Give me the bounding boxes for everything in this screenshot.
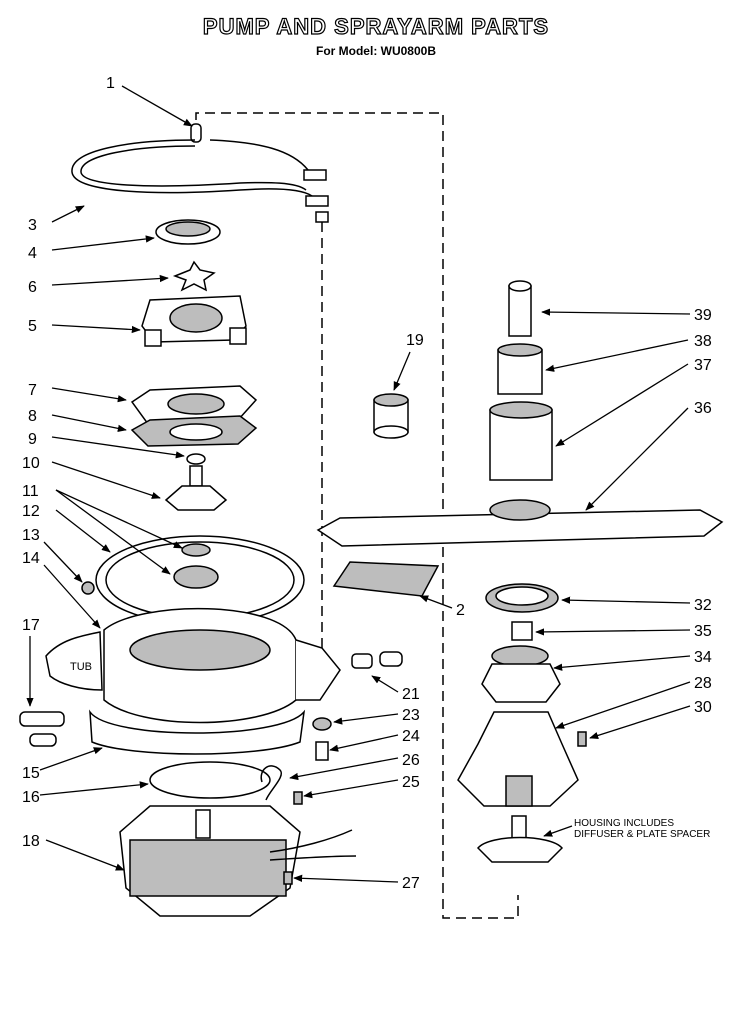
label-38: 38	[694, 333, 712, 350]
diffuser-plate-spacer	[476, 815, 564, 863]
label-9: 9	[28, 431, 37, 448]
part-17-valve	[19, 711, 65, 747]
part-3-hose	[71, 139, 329, 223]
part-10-impeller	[164, 465, 228, 511]
part-36-spray-arm	[316, 499, 724, 547]
label-18: 18	[22, 833, 40, 850]
part-13-screw	[81, 581, 95, 595]
label-4: 4	[28, 245, 37, 262]
part-15-pump-base	[89, 709, 306, 755]
part-16-motor-disc	[149, 761, 271, 799]
part-35-seal	[511, 621, 533, 641]
part-4-impeller-disc	[155, 219, 221, 245]
label-34: 34	[694, 649, 712, 666]
model-subtitle: For Model: WU0800B	[315, 44, 436, 58]
part-6-spider-seal	[172, 260, 216, 292]
label-14: 14	[22, 550, 40, 567]
label-10: 10	[22, 455, 40, 472]
part-19-spacer	[373, 393, 409, 439]
label-6: 6	[28, 279, 37, 296]
part-37-tube	[489, 401, 553, 481]
housing-note: HOUSING INCLUDES DIFFUSER & PLATE SPACER	[574, 818, 710, 840]
part-24-screw	[315, 741, 329, 761]
part-34-diverter	[481, 645, 561, 703]
diagram-title: PUMP AND SPRAYARM PARTS	[202, 13, 550, 39]
part-28-pump-housing	[457, 711, 579, 807]
part-9-seal	[186, 453, 206, 465]
part-8-gasket	[130, 415, 258, 447]
part-30-screw	[577, 731, 587, 747]
label-17: 17	[22, 617, 40, 634]
label-3: 3	[28, 217, 37, 234]
label-19: 19	[406, 332, 424, 349]
part-1-hose-clip	[190, 123, 202, 143]
label-24: 24	[402, 728, 420, 745]
label-15: 15	[22, 765, 40, 782]
label-2: 2	[456, 602, 465, 619]
label-21: 21	[402, 686, 420, 703]
leader-lines	[26, 85, 691, 883]
label-11: 11	[22, 483, 39, 500]
part-21-clamp	[351, 651, 403, 669]
label-27: 27	[402, 875, 420, 892]
label-36: 36	[694, 400, 712, 417]
label-23: 23	[402, 707, 420, 724]
tub-label: TUB	[70, 661, 92, 673]
part-14-tub-mount	[45, 607, 341, 724]
part-26-clip	[260, 765, 283, 801]
label-39: 39	[694, 307, 712, 324]
part-39-nozzle	[508, 280, 532, 337]
label-5: 5	[28, 318, 37, 335]
part-38-tube	[497, 343, 543, 395]
label-25: 25	[402, 774, 420, 791]
label-32: 32	[694, 597, 712, 614]
housing-note-line-2: DIFFUSER & PLATE SPACER	[574, 829, 710, 840]
housing-note-line-1: HOUSING INCLUDES	[574, 818, 674, 829]
part-number-labels: 1 3 4 6 5 7 8 9 10 11 12 13 14 17 15 16 …	[22, 75, 712, 892]
label-35: 35	[694, 623, 712, 640]
part-7-plate	[130, 385, 258, 425]
part-11-seal-assembly	[173, 543, 219, 589]
part-25-screw	[293, 791, 303, 805]
label-8: 8	[28, 408, 37, 425]
label-37: 37	[694, 357, 712, 374]
label-12: 12	[22, 503, 40, 520]
part-32-ring	[485, 583, 559, 613]
part-5-pump-cover	[141, 295, 247, 347]
label-13: 13	[22, 527, 40, 544]
part-2-deflector	[332, 561, 440, 597]
label-7: 7	[28, 382, 37, 399]
label-16: 16	[22, 789, 40, 806]
label-1: 1	[106, 75, 115, 92]
label-30: 30	[694, 699, 712, 716]
part-23-seal	[312, 717, 332, 731]
part-27-screw	[283, 871, 293, 885]
label-28: 28	[694, 675, 712, 692]
part-18-motor	[119, 805, 357, 917]
label-26: 26	[402, 752, 420, 769]
